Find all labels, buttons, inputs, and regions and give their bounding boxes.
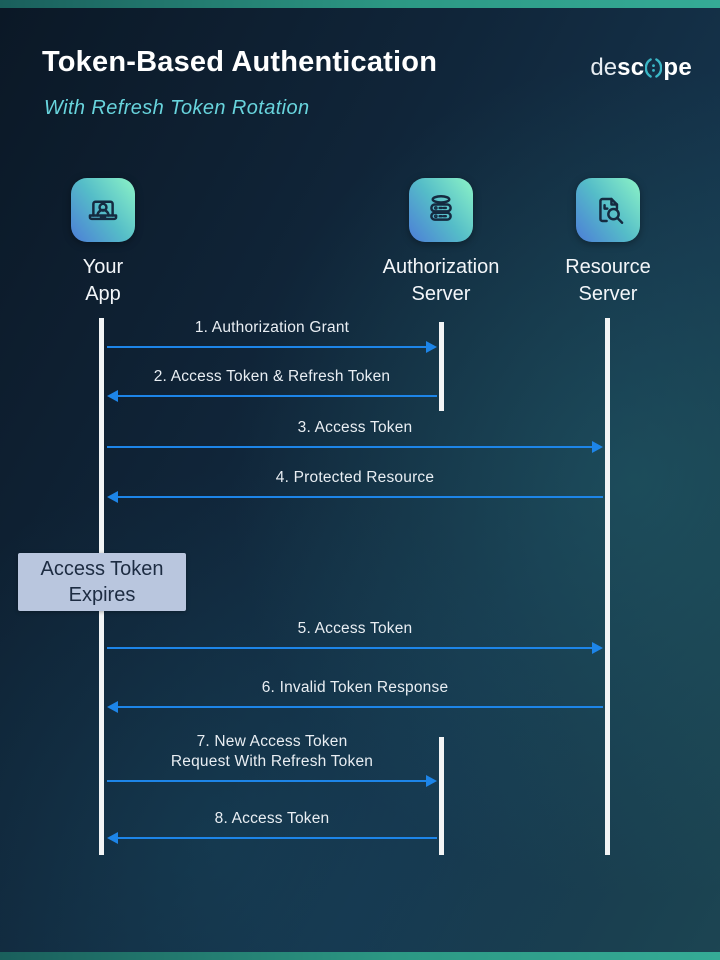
message-label: 5. Access Token: [297, 620, 413, 637]
laptop-user-icon: [71, 178, 135, 242]
page-title: Token-Based Authentication: [42, 46, 438, 78]
logo-text-pe: pe: [663, 54, 692, 81]
message-label: 7. New Access Token Request With Refresh…: [170, 733, 374, 770]
message-line: [116, 837, 437, 839]
message-line: [116, 496, 603, 498]
logo-text-sc: sc: [617, 54, 645, 81]
message-label: 1. Authorization Grant: [194, 319, 350, 336]
page-subtitle: With Refresh Token Rotation: [44, 97, 310, 119]
message-arrowhead-icon: [426, 341, 437, 353]
message-arrowhead-icon: [107, 832, 118, 844]
message-label: 2. Access Token & Refresh Token: [153, 368, 391, 385]
message-line: [107, 780, 428, 782]
message-label: 6. Invalid Token Response: [261, 679, 449, 696]
actor-your-app: Your App: [3, 178, 203, 307]
message-line: [116, 706, 603, 708]
actor-label-resource-server: Resource Server: [565, 256, 651, 305]
actor-label-authorization-server: Authorization Server: [382, 256, 500, 305]
lifeline-authorization-server-top: [438, 322, 444, 411]
message-label: 8. Access Token: [214, 810, 330, 827]
lifeline-authorization-server-bottom: [438, 737, 444, 855]
message-arrowhead-icon: [592, 441, 603, 453]
actor-resource-server: Resource Server: [508, 178, 708, 307]
message-line: [107, 647, 594, 649]
descope-o-icon: [645, 58, 663, 78]
actor-authorization-server: Authorization Server: [341, 178, 541, 307]
bottom-accent-bar: [0, 952, 720, 960]
message-line: [107, 346, 428, 348]
message-arrowhead-icon: [426, 775, 437, 787]
access-token-expires-note: Access Token Expires: [18, 553, 186, 611]
server-stack-icon: [409, 178, 473, 242]
message-line: [107, 446, 594, 448]
message-arrowhead-icon: [107, 491, 118, 503]
lifeline-resource-server: [604, 318, 610, 855]
document-search-icon: [576, 178, 640, 242]
top-accent-bar: [0, 0, 720, 8]
message-arrowhead-icon: [107, 701, 118, 713]
message-label: 3. Access Token: [297, 419, 413, 436]
message-label: 4. Protected Resource: [275, 469, 435, 486]
logo-text-de: de: [590, 54, 618, 81]
actor-label-your-app: Your App: [82, 256, 124, 305]
message-arrowhead-icon: [107, 390, 118, 402]
message-line: [116, 395, 437, 397]
message-arrowhead-icon: [592, 642, 603, 654]
